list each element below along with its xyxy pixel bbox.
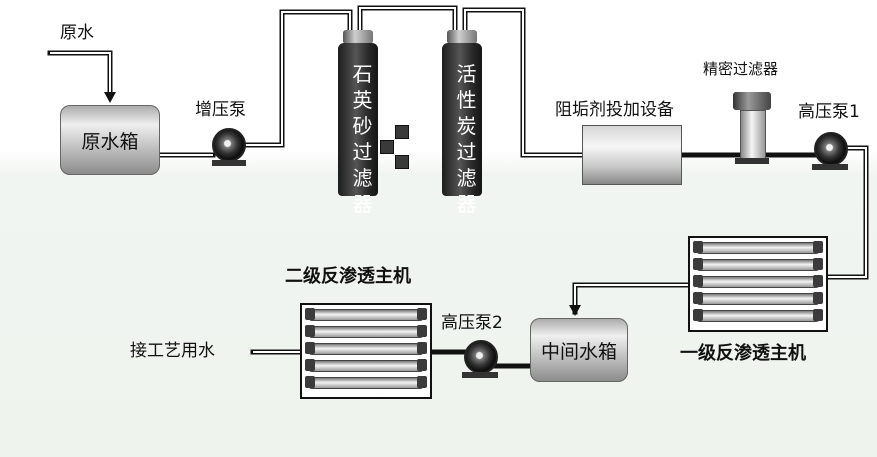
ro1-membrane-4 xyxy=(693,292,823,305)
precision-filter-head xyxy=(733,92,771,110)
antiscalant-label: 阻垢剂投加设备 xyxy=(555,100,674,120)
ro1-membrane-1 xyxy=(693,241,823,254)
quartz-filter-label: 石英砂过滤器 xyxy=(352,62,373,216)
booster-pump-base xyxy=(212,160,246,166)
antiscalant-dosing-unit xyxy=(582,125,682,185)
pipe-raw-water-inlet xyxy=(47,50,113,98)
valve-square-2 xyxy=(380,140,394,154)
booster-pump-icon xyxy=(212,128,246,162)
intermediate-water-tank: 中间水箱 xyxy=(530,318,628,382)
hp-pump-1-base xyxy=(812,164,848,170)
ro-stage-2-unit xyxy=(300,303,432,399)
precision-filter-body xyxy=(740,110,766,162)
carbon-filter-cap xyxy=(447,30,477,44)
hp-pump-2-label: 高压泵2 xyxy=(441,313,503,333)
raw-water-tank: 原水箱 xyxy=(60,105,160,175)
precision-filter-label: 精密过滤器 xyxy=(703,60,779,78)
precision-filter-base xyxy=(735,158,769,164)
raw-water-label: 原水 xyxy=(60,23,94,43)
quartz-sand-filter: 石英砂过滤器 xyxy=(338,43,378,216)
ro2-membrane-1 xyxy=(305,308,427,321)
pipe-pump-to-quartz xyxy=(240,9,353,148)
ro-stage-1-unit xyxy=(688,236,828,332)
intermediate-tank-label: 中间水箱 xyxy=(540,340,617,363)
process-water-label: 接工艺用水 xyxy=(130,341,215,361)
booster-pump-label: 增压泵 xyxy=(195,100,246,120)
hp-pump-2-base xyxy=(462,372,498,378)
carbon-filter-label: 活性炭过滤器 xyxy=(456,62,477,216)
valve-square-1 xyxy=(395,125,409,139)
arrow-to-midtank xyxy=(569,305,581,316)
arrow-raw-water xyxy=(104,92,116,103)
ro-stage-2-label: 二级反渗透主机 xyxy=(285,266,411,287)
ro2-membrane-4 xyxy=(305,359,427,372)
hp-pump-2-icon xyxy=(464,340,498,374)
ro2-membrane-5 xyxy=(305,376,427,389)
ro-stage-1-label: 一级反渗透主机 xyxy=(680,343,806,364)
activated-carbon-filter: 活性炭过滤器 xyxy=(442,43,482,216)
quartz-filter-cap xyxy=(343,30,373,44)
ro1-membrane-5 xyxy=(693,309,823,322)
ro2-membrane-3 xyxy=(305,342,427,355)
pipe-quartz-to-carbon xyxy=(357,5,458,40)
ro1-membrane-3 xyxy=(693,275,823,288)
raw-water-tank-label: 原水箱 xyxy=(81,130,139,153)
hp-pump-1-label: 高压泵1 xyxy=(798,102,860,122)
ro2-membrane-2 xyxy=(305,325,427,338)
ro1-membrane-2 xyxy=(693,258,823,271)
pipe-ro1-to-midtank xyxy=(572,282,691,315)
hp-pump-1-icon xyxy=(814,132,848,166)
valve-square-3 xyxy=(395,155,409,169)
